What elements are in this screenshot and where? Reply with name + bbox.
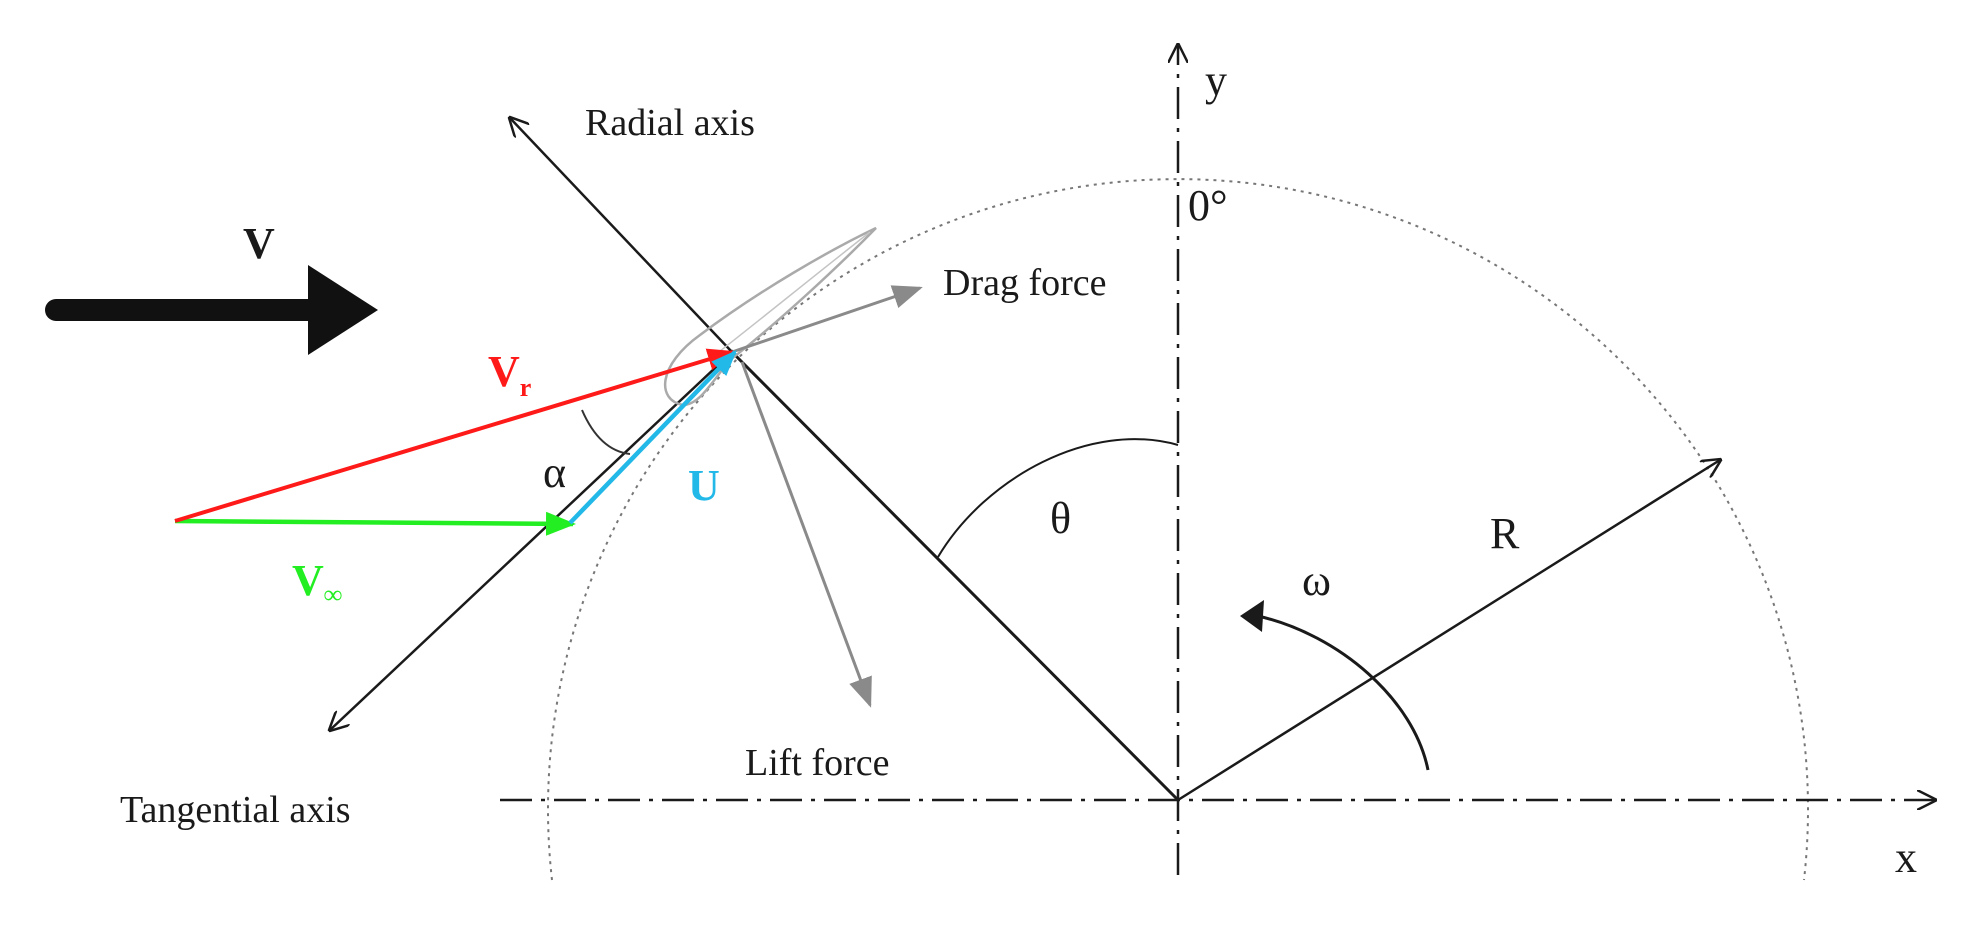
alpha-label: α xyxy=(543,448,566,497)
relative-velocity-arrow xyxy=(174,348,736,523)
omega-label: ω xyxy=(1302,556,1331,605)
tangential-axis-label: Tangential axis xyxy=(120,789,351,831)
alpha-arc xyxy=(581,409,631,455)
lift-force-label: Lift force xyxy=(745,742,890,784)
theta-arc xyxy=(937,438,1179,558)
upstream-velocity-label: V∞ xyxy=(292,556,342,609)
radial-axis-arrow xyxy=(510,118,733,353)
thick-right-arrow-icon xyxy=(45,265,378,355)
drag-force-label: Drag force xyxy=(943,262,1107,304)
relative-velocity-label: Vr xyxy=(488,347,531,402)
radial-axis-label: Radial axis xyxy=(585,102,755,144)
radius-label: R xyxy=(1490,509,1520,558)
zero-degree-label: 0° xyxy=(1188,181,1228,230)
drag-force-arrow xyxy=(731,285,923,354)
blade-chord xyxy=(714,231,871,356)
lift-force-arrow xyxy=(740,361,872,708)
theta-label: θ xyxy=(1050,494,1071,543)
radius-arrow xyxy=(1177,460,1720,802)
radial-arm xyxy=(730,350,1180,802)
omega-arrow-icon xyxy=(1257,614,1430,771)
tangential-axis-arrow xyxy=(330,352,732,730)
x-axis-label: x xyxy=(1895,833,1917,882)
rotor-velocity-label: U xyxy=(688,461,720,510)
omega-arrowhead xyxy=(1240,600,1264,632)
rotor-velocity-arrow xyxy=(568,350,737,525)
y-axis-label: y xyxy=(1205,56,1227,105)
upstream-velocity-arrow xyxy=(174,511,576,536)
free-stream-velocity-label: V xyxy=(243,219,275,268)
